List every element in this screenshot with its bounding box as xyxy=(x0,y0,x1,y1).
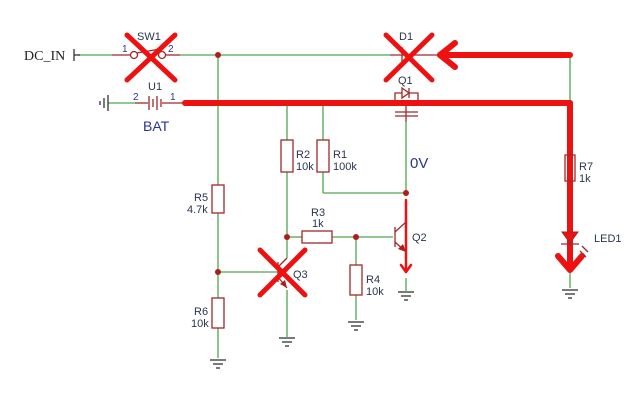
r5-value: 4.7k xyxy=(187,204,208,216)
sw1-pin2: 2 xyxy=(168,44,174,55)
u1-pin2: 2 xyxy=(133,92,139,103)
ground-icon-r4 xyxy=(348,321,364,331)
r2-ref: R2 xyxy=(296,149,310,161)
battery-u1: U1 2 1 BAT xyxy=(133,81,185,134)
ground-icon-q2 xyxy=(398,288,414,301)
r3-value: 1k xyxy=(312,218,324,230)
x-mark-sw1 xyxy=(124,32,178,83)
r3-ref: R3 xyxy=(311,207,325,219)
net-label-text: DC_IN xyxy=(24,49,65,64)
junctions xyxy=(215,52,409,275)
q3-ref: Q3 xyxy=(293,269,308,281)
x-mark-d1 xyxy=(383,32,435,83)
u1-ref: U1 xyxy=(148,81,162,93)
d1-ref: D1 xyxy=(399,31,413,43)
mosfet-q1: Q1 xyxy=(394,75,419,122)
sw1-ref: SW1 xyxy=(137,31,161,43)
r6-value: 10k xyxy=(191,318,209,330)
ground-symbols xyxy=(99,95,578,369)
net-label-dc-in: DC_IN xyxy=(24,49,80,64)
ground-icon-bat xyxy=(99,95,109,111)
r6-ref: R6 xyxy=(194,306,208,318)
ground-icon-led xyxy=(562,289,578,299)
r7-ref: R7 xyxy=(579,161,593,173)
transistor-q2: Q2 xyxy=(394,221,427,253)
q1-ref: Q1 xyxy=(398,75,413,87)
q1-gate-voltage: 0V xyxy=(410,155,428,172)
transistor-q3: Q3 xyxy=(277,250,308,289)
ground-icon-q3 xyxy=(279,330,295,347)
r1-value: 100k xyxy=(333,161,357,173)
switch-sw1: SW1 1 2 xyxy=(112,31,180,60)
resistor-r4: R4 10k xyxy=(349,264,384,298)
resistor-r7: R7 1k xyxy=(564,154,593,185)
q2-ref: Q2 xyxy=(412,232,427,244)
resistor-r3: R3 1k xyxy=(301,207,333,244)
led-led1: LED1 xyxy=(561,231,622,258)
r5-ref: R5 xyxy=(194,192,208,204)
r4-ref: R4 xyxy=(366,274,380,286)
r2-value: 10k xyxy=(296,161,314,173)
x-mark-q3 xyxy=(257,247,308,298)
sw1-pin1: 1 xyxy=(122,44,128,55)
resistor-r1: R1 100k xyxy=(316,139,357,173)
led1-ref: LED1 xyxy=(594,233,622,245)
u1-pin1: 1 xyxy=(170,92,176,103)
resistor-r5: R5 4.7k xyxy=(187,184,225,216)
r4-value: 10k xyxy=(366,286,384,298)
resistor-r6: R6 10k xyxy=(191,297,225,330)
r7-value: 1k xyxy=(579,173,591,185)
ground-icon-r6 xyxy=(210,359,226,369)
u1-value: BAT xyxy=(143,118,170,134)
r1-ref: R1 xyxy=(333,149,347,161)
resistor-r2: R2 10k xyxy=(280,139,314,173)
